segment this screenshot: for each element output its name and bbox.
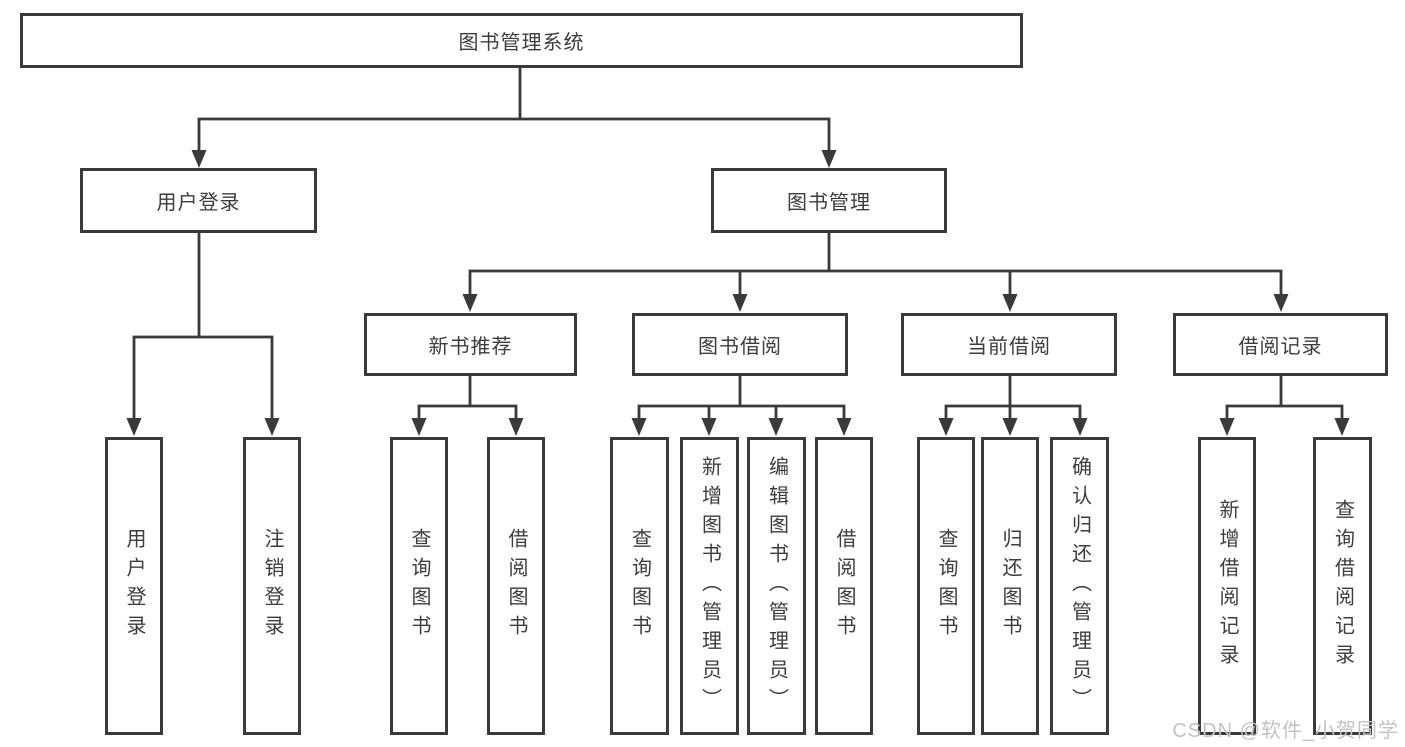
leaf-bb-edit-book: 编辑图书（管理员） bbox=[747, 437, 806, 735]
node-user-login: 用户登录 bbox=[80, 168, 317, 233]
leaf-bb-borrow-book: 借阅图书 bbox=[815, 437, 873, 735]
node-book-mgmt: 图书管理 bbox=[711, 168, 947, 233]
node-root-label: 图书管理系统 bbox=[458, 32, 585, 54]
arrow-down-icon bbox=[411, 418, 427, 436]
arrow-down-icon bbox=[836, 418, 852, 436]
arrow-down-icon bbox=[264, 418, 280, 436]
node-new-book-rec-label: 新书推荐 bbox=[428, 336, 513, 358]
leaf-rec-query-book-label: 查询图书 bbox=[408, 528, 430, 644]
leaf-rec-query-book: 查询图书 bbox=[390, 437, 448, 735]
leaf-bb-query-book: 查询图书 bbox=[610, 437, 669, 735]
connector-current-borrow-children bbox=[938, 374, 1088, 436]
leaf-cb-query-book: 查询图书 bbox=[917, 437, 975, 735]
leaf-cb-confirm-return-label: 确认归还（管理员） bbox=[1068, 455, 1091, 717]
connector-borrow-record-children bbox=[1219, 374, 1350, 436]
arrow-down-icon bbox=[1002, 418, 1018, 436]
node-book-borrow: 图书借阅 bbox=[632, 313, 848, 376]
leaf-br-add-record-label: 新增借阅记录 bbox=[1216, 499, 1238, 673]
leaf-br-query-record: 查询借阅记录 bbox=[1313, 437, 1372, 735]
arrow-down-icon bbox=[1072, 418, 1088, 436]
node-root: 图书管理系统 bbox=[20, 13, 1023, 68]
leaf-cb-query-book-label: 查询图书 bbox=[935, 528, 957, 644]
leaf-logout: 注销登录 bbox=[243, 437, 301, 735]
leaf-user-login: 用户登录 bbox=[105, 437, 163, 735]
connector-book-mgmt-children bbox=[462, 231, 1289, 312]
arrow-down-icon bbox=[732, 294, 748, 312]
arrow-down-icon bbox=[821, 150, 837, 168]
node-book-mgmt-label: 图书管理 bbox=[787, 192, 871, 214]
connector-user-login-children bbox=[126, 231, 280, 436]
leaf-cb-return-book-label: 归还图书 bbox=[999, 528, 1021, 644]
node-borrow-record-label: 借阅记录 bbox=[1238, 336, 1323, 358]
arrow-down-icon bbox=[462, 294, 478, 312]
arrow-down-icon bbox=[191, 150, 207, 168]
arrow-down-icon bbox=[1273, 294, 1289, 312]
connector-book-borrow-children bbox=[631, 374, 852, 436]
leaf-cb-return-book: 归还图书 bbox=[981, 437, 1039, 735]
leaf-br-query-record-label: 查询借阅记录 bbox=[1331, 499, 1354, 673]
leaf-rec-borrow-book-label: 借阅图书 bbox=[505, 528, 527, 644]
arrow-down-icon bbox=[938, 418, 954, 436]
arrow-down-icon bbox=[1219, 418, 1235, 436]
leaf-cb-confirm-return: 确认归还（管理员） bbox=[1050, 437, 1109, 735]
arrow-down-icon bbox=[631, 418, 647, 436]
connector-root-to-level2 bbox=[191, 66, 837, 168]
node-current-borrow-label: 当前借阅 bbox=[967, 336, 1051, 358]
node-user-login-label: 用户登录 bbox=[156, 192, 241, 214]
arrow-down-icon bbox=[1334, 418, 1350, 436]
csdn-watermark: CSDN @软件_小贺同学 bbox=[1172, 720, 1399, 742]
leaf-bb-edit-book-label: 编辑图书（管理员） bbox=[765, 455, 788, 717]
node-new-book-rec: 新书推荐 bbox=[364, 313, 577, 376]
arrow-down-icon bbox=[768, 418, 784, 436]
arrow-down-icon bbox=[701, 418, 717, 436]
leaf-br-add-record: 新增借阅记录 bbox=[1198, 437, 1256, 735]
node-borrow-record: 借阅记录 bbox=[1173, 313, 1388, 376]
leaf-bb-borrow-book-label: 借阅图书 bbox=[833, 528, 855, 644]
node-book-borrow-label: 图书借阅 bbox=[698, 336, 782, 358]
arrow-down-icon bbox=[126, 418, 142, 436]
leaf-bb-add-book: 新增图书（管理员） bbox=[680, 437, 739, 735]
leaf-bb-query-book-label: 查询图书 bbox=[628, 528, 651, 644]
connector-new-book-rec-children bbox=[411, 374, 524, 436]
arrow-down-icon bbox=[508, 418, 524, 436]
leaf-logout-label: 注销登录 bbox=[261, 528, 283, 644]
leaf-bb-add-book-label: 新增图书（管理员） bbox=[698, 455, 721, 717]
leaf-rec-borrow-book: 借阅图书 bbox=[487, 437, 545, 735]
arrow-down-icon bbox=[1002, 294, 1018, 312]
node-current-borrow: 当前借阅 bbox=[901, 313, 1117, 376]
leaf-user-login-label: 用户登录 bbox=[123, 528, 145, 644]
